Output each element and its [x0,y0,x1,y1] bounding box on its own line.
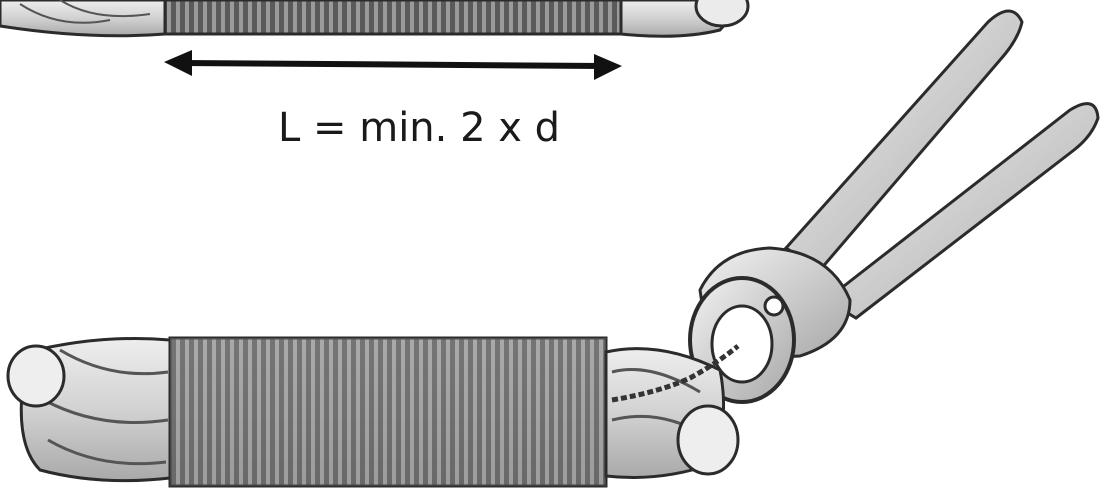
pliers-icon [688,9,1100,404]
top-rope [0,0,750,38]
bottom-rope-right-cut-end [676,404,740,476]
pliers-pivot-icon [763,295,785,317]
top-rope-cut-end [694,0,750,28]
length-label: L = min. 2 x d [278,105,561,151]
top-whipping [163,0,623,36]
bottom-rope-left-cut-end [6,344,66,408]
twine [611,344,740,403]
bottom-rope [6,336,740,488]
rope-icon [0,0,167,38]
double-headed-arrow-icon [164,50,622,80]
